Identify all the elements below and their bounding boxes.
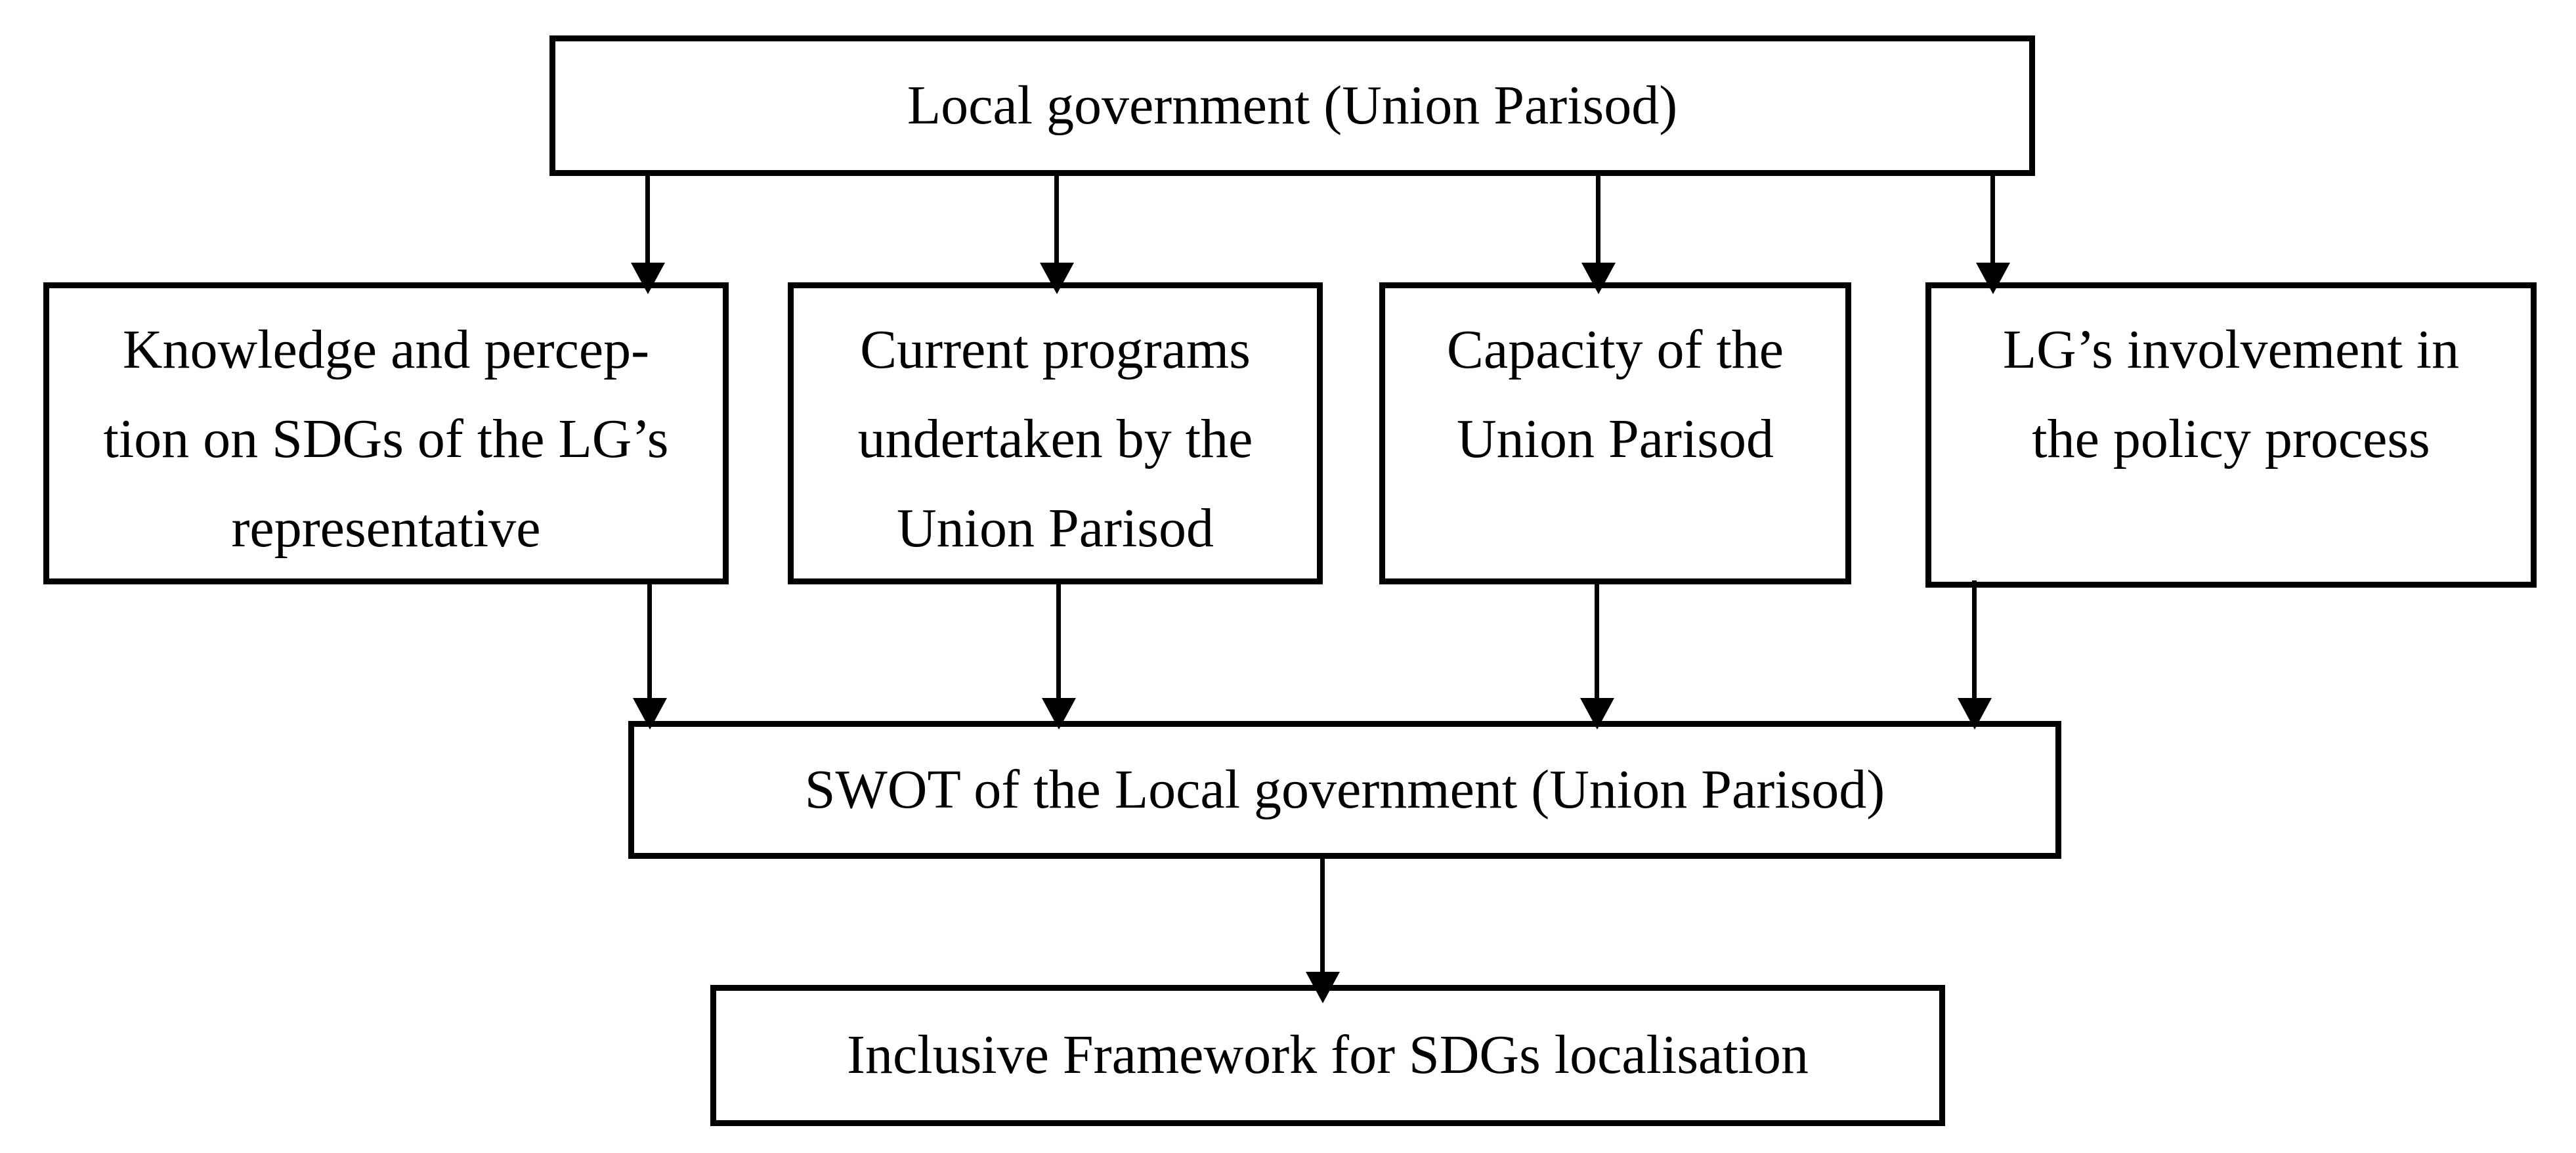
node-programs-line: Current programs [860,319,1251,380]
node-swot: SWOT of the Local government (Union Pari… [628,721,2061,859]
arrow-shaft [1972,580,1977,703]
node-swot-label: SWOT of the Local government (Union Pari… [804,758,1885,820]
arrow-shaft [1320,854,1325,977]
arrow-local-government-to-capacity [1581,172,1616,294]
arrow-head-icon [1040,263,1074,294]
arrow-knowledge-to-swot [633,580,667,729]
arrow-shaft [1990,172,1995,268]
arrow-shaft [1596,172,1600,268]
arrow-programs-to-swot [1042,580,1076,729]
arrow-head-icon [1306,972,1340,1003]
arrow-shaft [647,580,652,703]
arrow-shaft [1054,172,1059,268]
arrow-involvement-to-swot [1958,580,1992,729]
node-programs-line: Union Parisod [897,498,1214,559]
node-knowledge-line: Knowledge and percep- [122,319,650,380]
arrow-local-government-to-involvement [1976,172,2010,294]
arrow-head-icon [1042,698,1076,729]
node-capacity: Capacity of the Union Parisod [1379,282,1851,584]
node-current-programs: Current programs undertaken by the Union… [788,282,1323,584]
node-policy-involvement: LG’s involvement in the policy process [1925,282,2537,588]
arrow-head-icon [1580,698,1614,729]
arrow-head-icon [633,698,667,729]
node-involvement-line: the policy process [2032,408,2430,469]
arrow-shaft [1595,580,1599,703]
arrow-capacity-to-swot [1580,580,1614,729]
node-capacity-line: Union Parisod [1457,408,1774,469]
arrow-shaft [1056,580,1061,703]
node-framework-label: Inclusive Framework for SDGs localisatio… [846,1024,1809,1086]
arrow-head-icon [1958,698,1992,729]
node-knowledge-perception: Knowledge and percep- tion on SDGs of th… [43,282,729,584]
node-local-government: Local government (Union Parisod) [549,35,2035,176]
node-programs-line: undertaken by the [857,408,1253,469]
node-involvement-line: LG’s involvement in [2002,319,2460,380]
arrow-local-government-to-knowledge [631,172,665,294]
node-knowledge-line: tion on SDGs of the LG’s [103,408,669,469]
arrow-shaft [645,172,650,268]
arrow-swot-to-framework [1306,854,1340,1003]
node-knowledge-line: representative [231,498,541,559]
arrow-head-icon [1976,263,2010,294]
arrow-head-icon [1581,263,1616,294]
node-inclusive-framework: Inclusive Framework for SDGs localisatio… [710,985,1945,1126]
node-capacity-line: Capacity of the [1446,319,1784,380]
arrow-head-icon [631,263,665,294]
arrow-local-government-to-programs [1040,172,1074,294]
node-local-government-label: Local government (Union Parisod) [907,74,1678,136]
